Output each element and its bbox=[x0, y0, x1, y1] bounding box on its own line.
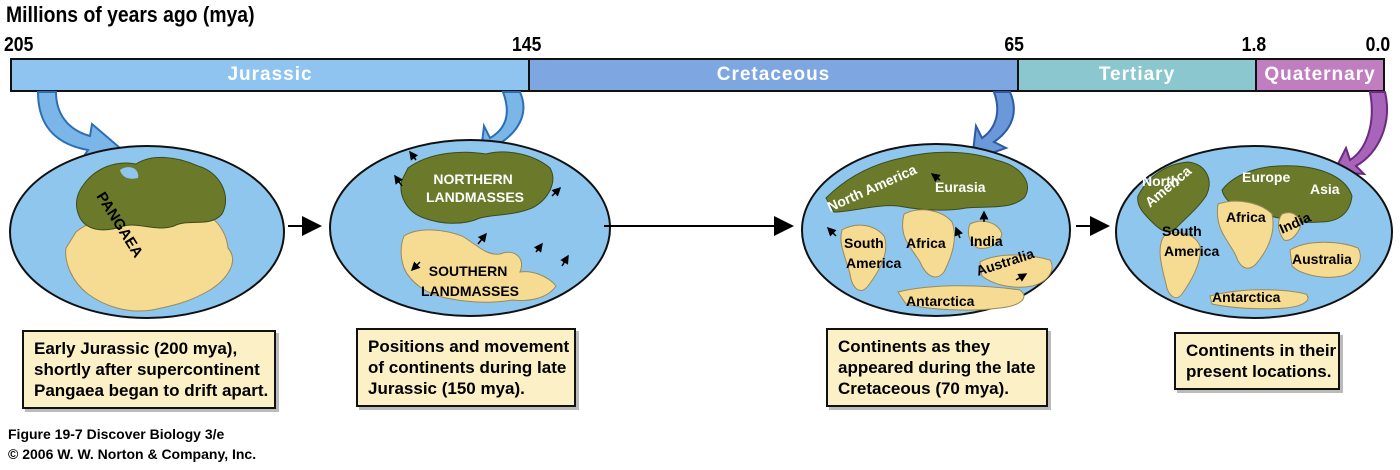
caption-present: Continents in their present locations. bbox=[1174, 332, 1340, 390]
caption-line: Cretaceous (70 mya). bbox=[838, 379, 1010, 398]
australia-label-4: Australia bbox=[1292, 251, 1352, 267]
tick-65: 65 bbox=[1004, 34, 1024, 56]
caption-line: present locations. bbox=[1186, 362, 1332, 381]
timeline-axis-title: Millions of years ago (mya) bbox=[6, 2, 255, 27]
south-america-label-3: South America bbox=[844, 235, 901, 271]
caption-line: Positions and movement bbox=[368, 337, 570, 356]
northern-landmasses bbox=[400, 151, 554, 224]
africa-label-4: Africa bbox=[1226, 209, 1266, 225]
map-early-jurassic: PANGAEA bbox=[9, 145, 285, 319]
caption-line: Continents in their bbox=[1186, 341, 1337, 360]
north-america-present bbox=[1137, 161, 1210, 233]
caption-line: appeared during the late bbox=[838, 358, 1036, 377]
period-cretaceous-label: Cretaceous bbox=[716, 64, 831, 85]
south-america-present bbox=[1159, 232, 1201, 299]
caption-late-cretaceous: Continents as they appeared during the l… bbox=[826, 328, 1048, 407]
north-america-label-4: North bbox=[1142, 173, 1179, 189]
map-late-jurassic: NORTHERN LANDMASSES SOUTHERN LANDMASSES bbox=[329, 139, 611, 317]
period-tertiary-label: Tertiary bbox=[1098, 64, 1176, 85]
period-jurassic: Jurassic bbox=[10, 58, 530, 92]
africa-present bbox=[1216, 200, 1274, 269]
caption-line: Continents as they bbox=[838, 337, 991, 356]
caption-line: shortly after supercontinent bbox=[34, 360, 260, 379]
caption-early-jurassic: Early Jurassic (200 mya), shortly after … bbox=[22, 330, 276, 409]
antarctica-cretaceous bbox=[897, 285, 1025, 311]
period-quaternary: Quaternary bbox=[1255, 58, 1385, 92]
north-america-eurasia-landmass bbox=[825, 151, 1028, 213]
caption-line: of continents during late bbox=[368, 358, 567, 377]
antarctica-present bbox=[1209, 289, 1309, 310]
antarctica-label-3: Antarctica bbox=[906, 293, 975, 309]
southern-landmasses bbox=[400, 229, 557, 303]
africa-cretaceous bbox=[902, 209, 955, 278]
tick-0-0: 0.0 bbox=[1365, 34, 1391, 56]
tick-205: 205 bbox=[4, 34, 34, 56]
copyright-credit: © 2006 W. W. Norton & Company, Inc. bbox=[8, 446, 257, 462]
caption-late-jurassic: Positions and movement of continents dur… bbox=[356, 328, 576, 407]
india-cretaceous bbox=[967, 220, 1003, 249]
south-america-label-4: South America bbox=[1162, 223, 1219, 259]
period-cretaceous: Cretaceous bbox=[528, 58, 1019, 92]
pangaea-north-landmass bbox=[76, 156, 227, 231]
eurasia-label-3: Eurasia bbox=[935, 179, 986, 195]
india-present bbox=[1277, 212, 1301, 241]
period-quaternary-label: Quaternary bbox=[1264, 64, 1376, 85]
caption-line: Early Jurassic (200 mya), bbox=[34, 339, 238, 358]
figure-credit: Figure 19-7 Discover Biology 3/e bbox=[8, 426, 225, 442]
map-present-day: North America Europe Asia Africa India S… bbox=[1115, 145, 1393, 319]
south-america-cretaceous bbox=[840, 224, 887, 291]
africa-label-3: Africa bbox=[906, 235, 946, 251]
india-label-3: India bbox=[970, 233, 1003, 249]
europe-label-4: Europe bbox=[1242, 169, 1290, 185]
caption-line: Jurassic (150 mya). bbox=[368, 379, 525, 398]
southern-landmasses-label: SOUTHERN LANDMASSES bbox=[421, 263, 519, 299]
tick-145: 145 bbox=[512, 34, 542, 56]
pointer-arrow-4 bbox=[1332, 91, 1388, 176]
tick-1-8: 1.8 bbox=[1241, 34, 1267, 56]
asia-label-4: Asia bbox=[1310, 181, 1340, 197]
australia-present bbox=[1289, 241, 1361, 278]
period-jurassic-label: Jurassic bbox=[227, 64, 313, 85]
caption-line: Pangaea began to drift apart. bbox=[34, 381, 269, 400]
period-tertiary: Tertiary bbox=[1017, 58, 1257, 92]
antarctica-label-4: Antarctica bbox=[1212, 289, 1281, 305]
australia-cretaceous bbox=[979, 254, 1053, 288]
map-late-cretaceous: North America Eurasia South America Afri… bbox=[801, 143, 1071, 317]
northern-landmasses-label: NORTHERN LANDMASSES bbox=[426, 171, 524, 205]
